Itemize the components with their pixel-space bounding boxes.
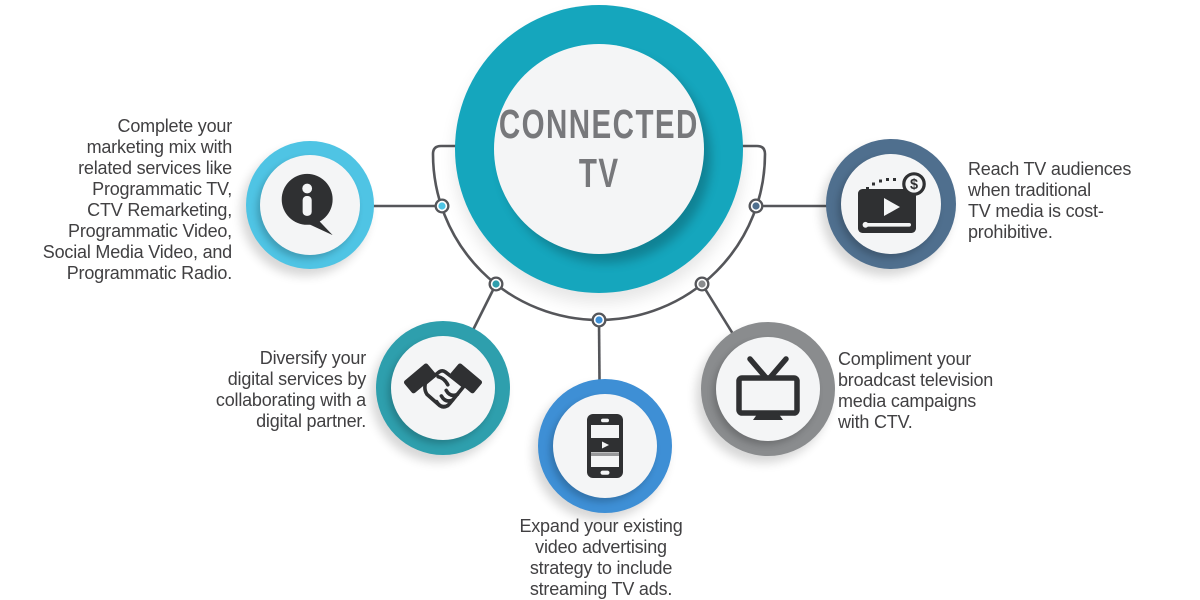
- handshake-icon: [403, 363, 483, 409]
- node-dot-info: [434, 198, 450, 214]
- center-hub-face: CONNECTED TV: [494, 44, 704, 254]
- node-circle-player: $: [826, 139, 956, 269]
- node-dot-phone: [591, 312, 607, 328]
- svg-text:$: $: [910, 177, 918, 193]
- blurb-related-services: Complete your marketing mix with related…: [42, 116, 232, 283]
- smartphone-video-icon: [587, 414, 623, 478]
- node-circle-handshake: [376, 321, 510, 455]
- blurb-broadcast-tv: Compliment your broadcast television med…: [838, 349, 994, 432]
- node-circle-phone: [538, 379, 672, 513]
- node-dot-player: [748, 198, 764, 214]
- info-speech-bubble-icon: [281, 173, 333, 236]
- node-dot-tv: [694, 276, 710, 292]
- node-dot-handshake: [488, 276, 504, 292]
- node-circle-info: [246, 141, 374, 269]
- hub-title-line2: TV: [578, 150, 620, 196]
- video-player-money-icon: $: [858, 172, 926, 233]
- blurb-reach-audiences: Reach TV audiences when traditional TV m…: [968, 159, 1132, 242]
- node-circle-tv: [701, 322, 835, 456]
- hub-title-line1: CONNECTED: [499, 101, 699, 147]
- blurb-digital-partner: Diversify your digital services by colla…: [215, 348, 366, 431]
- blurb-video-advertising: Expand your existing video advertising s…: [519, 516, 683, 599]
- television-icon: [736, 356, 800, 420]
- center-hub: CONNECTED TV: [455, 5, 743, 293]
